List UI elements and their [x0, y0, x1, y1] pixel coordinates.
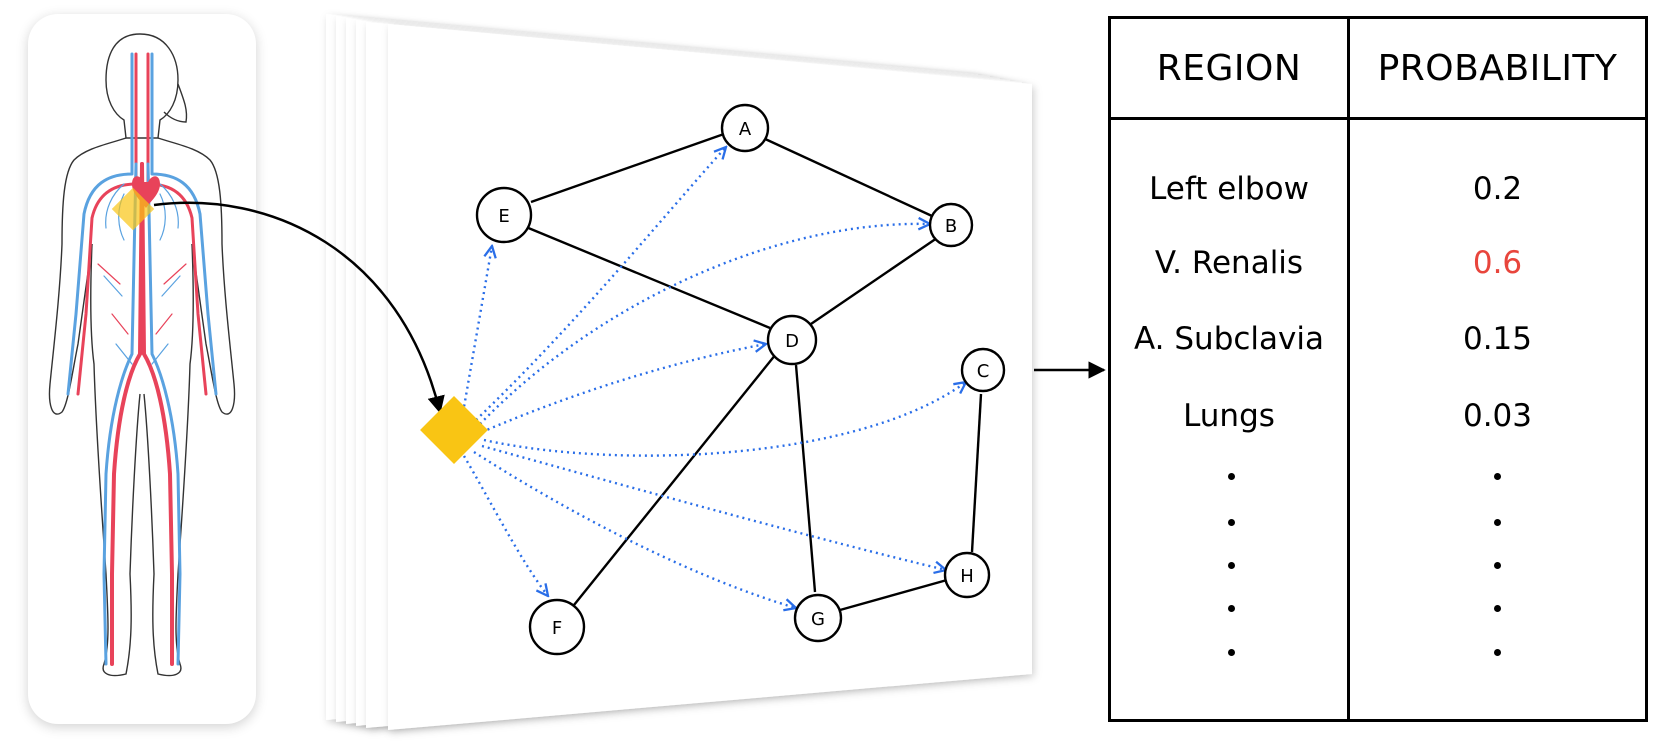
graph-node-e: E: [475, 186, 533, 244]
probe-edges: [458, 147, 966, 608]
graph-node-h: H: [943, 551, 991, 599]
table-cell-probability: 0.03: [1462, 398, 1533, 434]
graph-node-a: A: [720, 103, 770, 153]
table-cell-region: Lungs: [1183, 398, 1275, 434]
header-divider: [1111, 117, 1645, 120]
graph-node-c: C: [960, 347, 1006, 393]
graph-node-label: D: [785, 331, 799, 352]
graph-node-f: F: [528, 598, 586, 656]
column-header-probability: PROBABILITY: [1377, 47, 1618, 89]
table-cell-probability-highlight: 0.6: [1472, 245, 1523, 281]
graph-node-g: G: [793, 593, 843, 643]
graph-node-label: F: [552, 618, 562, 639]
ellipsis-dot: [1494, 473, 1501, 480]
column-divider: [1347, 19, 1350, 719]
table-cell-probability: 0.15: [1462, 321, 1533, 357]
graph-node-label: G: [811, 609, 825, 630]
ellipsis-dot: [1228, 473, 1235, 480]
anatomy-card: [28, 14, 256, 724]
ellipsis-dot: [1228, 562, 1235, 569]
graph-node-b: B: [928, 202, 974, 248]
ellipsis-dot: [1494, 519, 1501, 526]
table-cell-region: Left elbow: [1149, 171, 1309, 207]
circulatory-system-illustration: [48, 33, 236, 677]
table-cell-region: A. Subclavia: [1134, 321, 1324, 357]
graph-node-label: C: [977, 361, 990, 382]
graph-node-label: H: [960, 566, 974, 587]
ellipsis-dot: [1494, 562, 1501, 569]
ellipsis-dot: [1228, 519, 1235, 526]
graph-node-d: D: [766, 314, 818, 366]
region-probability-table: REGION PROBABILITY Left elbow 0.2 V. Ren…: [1108, 16, 1648, 722]
stacked-pages: [326, 14, 1032, 730]
body-to-graph-arrow: [153, 201, 445, 414]
ellipsis-dot: [1228, 649, 1235, 656]
table-cell-probability: 0.2: [1472, 171, 1523, 207]
graph-node-label: B: [945, 216, 957, 237]
column-header-region: REGION: [1156, 47, 1302, 89]
graph-node-label: E: [498, 206, 509, 227]
table-cell-region: V. Renalis: [1154, 245, 1304, 281]
ellipsis-dot: [1228, 605, 1235, 612]
ellipsis-dot: [1494, 649, 1501, 656]
graph-node-label: A: [739, 119, 752, 140]
query-marker: [420, 396, 488, 464]
graph-edges: [525, 132, 983, 612]
ellipsis-dot: [1494, 605, 1501, 612]
